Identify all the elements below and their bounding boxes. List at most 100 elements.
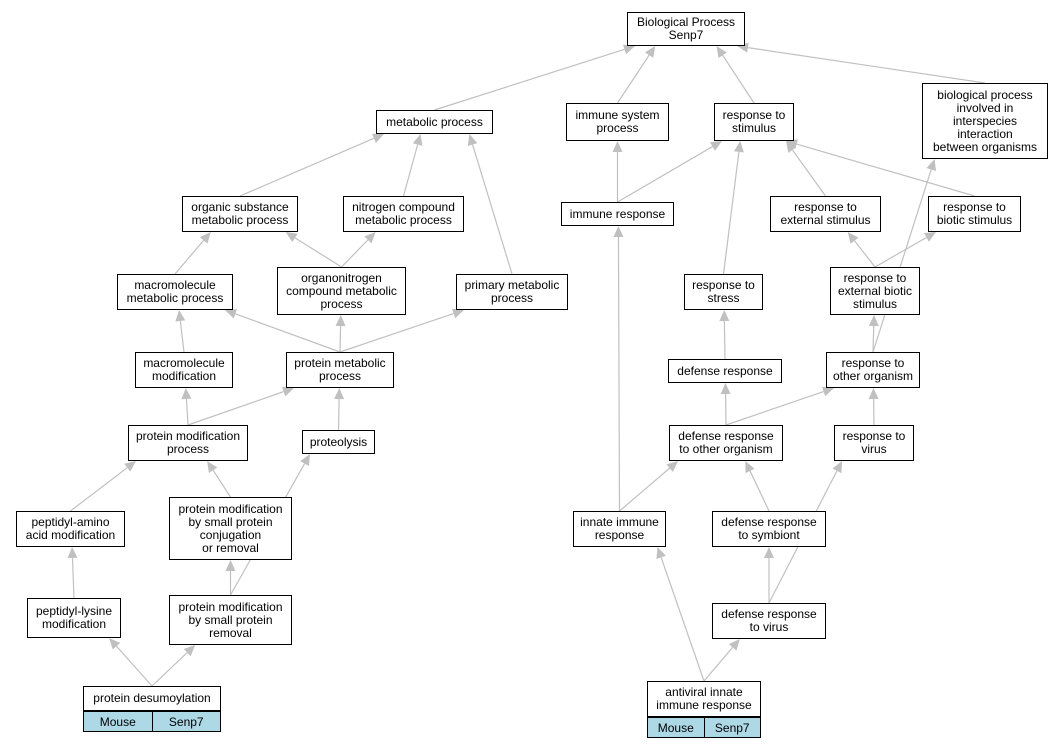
edge-mmp-to-osm — [174, 239, 205, 275]
node-innate-immune-response: innate immune response — [573, 511, 666, 547]
arrowhead-icon — [175, 310, 186, 322]
arrowhead-icon — [412, 134, 423, 146]
edge-met-to-bp — [434, 48, 625, 111]
node-protein-modification-by-small-protein-conjugation-or-removal: protein modification by small protein co… — [169, 497, 292, 560]
arrowhead-icon — [467, 134, 478, 146]
leaf-label: antiviral innate immune response — [647, 681, 761, 717]
arrowhead-icon — [719, 310, 730, 322]
edge-roo-to-bpi — [872, 169, 932, 353]
edge-air-to-iir — [660, 557, 705, 682]
edge-res-to-rts — [791, 149, 826, 197]
node-response-to-stress: response to stress — [684, 274, 763, 310]
arrowhead-icon — [709, 141, 722, 151]
edge-pmd-to-mmm — [185, 398, 189, 426]
edge-pmp-to-met — [472, 144, 513, 275]
node-response-to-other-organism: response to other organism — [826, 352, 920, 388]
edge-osm-to-met — [239, 137, 375, 197]
edge-rst-to-rts — [722, 151, 740, 275]
edge-ocm-to-ncm — [341, 239, 369, 268]
node-defense-response: defense response — [668, 359, 782, 383]
node-defense-response-to-other-organism: defense response to other organism — [669, 425, 783, 461]
node-defense-response-to-virus: defense response to virus — [712, 603, 826, 639]
arrowhead-icon — [764, 547, 774, 558]
node-metabolic-process: metabolic process — [376, 110, 493, 134]
arrowhead-icon — [300, 454, 310, 467]
node-nitrogen-compound-metabolic-process: nitrogen compound metabolic process — [343, 196, 464, 232]
edge-iir-to-ir — [617, 236, 621, 512]
arrowhead-icon — [656, 547, 666, 560]
arrowhead-icon — [832, 461, 842, 474]
arrowhead-icon — [225, 560, 236, 571]
arrowhead-icon — [847, 232, 859, 244]
node-biological-process-senp7: Biological Process Senp7 — [627, 12, 745, 46]
edge-pmsc-to-pmd — [212, 469, 232, 498]
arrowhead-icon — [199, 232, 211, 244]
edge-rbs-to-rts — [796, 143, 975, 197]
node-defense-response-to-symbiont: defense response to symbiont — [712, 511, 826, 547]
arrowhead-icon — [335, 315, 346, 327]
arrowhead-icon — [285, 232, 298, 243]
node-macromolecule-modification: macromolecule modification — [135, 352, 233, 388]
arrowhead-icon — [728, 639, 740, 651]
arrowhead-icon — [926, 159, 937, 171]
node-response-to-external-stimulus: response to external stimulus — [770, 196, 881, 232]
arrowhead-icon — [733, 141, 744, 153]
node-response-to-external-biotic-stimulus: response to external biotic stimulus — [830, 267, 920, 315]
node-peptidyl-lysine-modification: peptidyl-lysine modification — [27, 598, 121, 638]
node-protein-metabolic-process: protein metabolic process — [286, 352, 394, 388]
arrowhead-icon — [613, 226, 624, 238]
arrowhead-icon — [623, 44, 635, 55]
arrowhead-icon — [868, 388, 879, 400]
edge-ocm-to-osm — [294, 237, 342, 268]
node-organic-substance-metabolic-process: organic substance metabolic process — [182, 196, 298, 232]
edge-plm-to-pam — [71, 557, 75, 599]
edge-pds-to-pmsr — [151, 652, 188, 687]
arrowhead-icon — [612, 141, 623, 152]
edge-rebs-to-rbs — [874, 236, 927, 268]
edge-pmd-to-prm — [187, 391, 284, 426]
node-protein-modification-by-small-protein-removal: protein modification by small protein re… — [169, 595, 292, 645]
edge-rebs-to-res — [854, 240, 876, 268]
edge-iir-to-droo — [619, 467, 671, 512]
arrowhead-icon — [644, 46, 656, 58]
arrowhead-icon — [821, 386, 834, 397]
arrowhead-icon — [183, 645, 196, 657]
edge-bpi-to-bp — [747, 47, 986, 84]
edge-drs-to-droo — [749, 470, 770, 512]
edge-prm-to-ocm — [339, 325, 342, 353]
edge-ncm-to-met — [402, 144, 419, 197]
edge-prm-to-mmp — [235, 313, 341, 353]
edge-prm-to-pmp — [339, 312, 454, 353]
arrowhead-icon — [737, 42, 749, 53]
node-organonitrogen-compound-metabolic-process: organonitrogen compound metabolic proces… — [277, 267, 406, 315]
node-response-to-stimulus: response to stimulus — [714, 103, 794, 141]
edge-prt-to-prm — [337, 398, 340, 431]
edge-rts-to-bp — [722, 54, 755, 104]
arrowhead-icon — [225, 309, 238, 319]
arrowhead-icon — [334, 388, 345, 400]
node-response-to-biotic-stimulus: response to biotic stimulus — [928, 196, 1021, 232]
tag-mouse: Mouse — [83, 711, 153, 732]
node-biological-process-involved-in-interspecies-interaction-between-organisms: biological process involved in interspec… — [922, 83, 1048, 159]
edge-pds-to-plm — [115, 645, 153, 687]
arrowhead-icon — [364, 232, 376, 244]
arrowhead-icon — [786, 139, 798, 149]
node-immune-response: immune response — [561, 202, 674, 226]
arrowhead-icon — [666, 461, 679, 472]
node-immune-system-process: immune system process — [566, 103, 669, 141]
node-response-to-virus: response to virus — [834, 425, 914, 461]
node-primary-metabolic-process: primary metabolic process — [456, 274, 568, 310]
edge-droo-to-roo — [725, 390, 824, 426]
arrowhead-icon — [745, 461, 755, 474]
edge-air-to-drv — [703, 646, 734, 682]
node-macromolecule-metabolic-process: macromolecule metabolic process — [117, 274, 233, 310]
arrowhead-icon — [720, 383, 731, 395]
edge-mmm-to-mmp — [179, 320, 185, 353]
edge-ir-to-rts — [617, 146, 713, 203]
tag-mouse: Mouse — [647, 717, 705, 738]
arrowhead-icon — [281, 386, 294, 397]
